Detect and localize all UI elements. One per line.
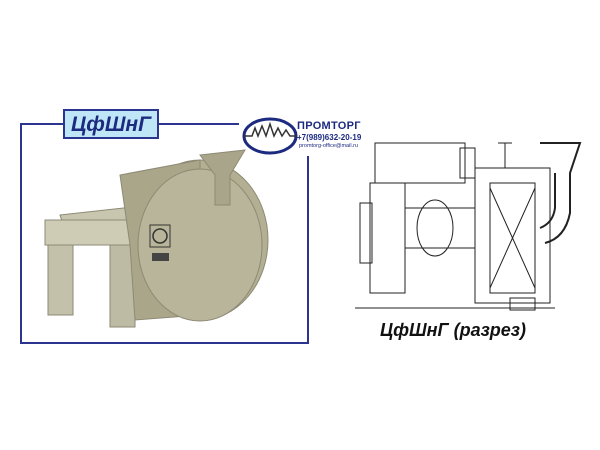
- frame-top-left: [20, 123, 64, 125]
- frame-right: [307, 156, 309, 344]
- frame-left: [20, 123, 22, 344]
- machine-photo: [44, 149, 269, 328]
- promtorg-logo: ПРОМТОРГ +7(989)632-20-19 promtorg-offic…: [242, 116, 382, 156]
- logo-email: promtorg-office@mail.ru: [299, 143, 358, 149]
- product-label: ЦфШнГ: [63, 109, 159, 139]
- logo-emblem-icon: [242, 117, 298, 155]
- frame-top-right: [159, 123, 239, 125]
- frame-bottom: [20, 342, 309, 344]
- cross-section-drawing: [355, 142, 582, 311]
- logo-phone: +7(989)632-20-19: [297, 133, 362, 142]
- drawing-caption: ЦфШнГ (разрез): [380, 320, 526, 340]
- logo-name: ПРОМТОРГ: [297, 120, 361, 132]
